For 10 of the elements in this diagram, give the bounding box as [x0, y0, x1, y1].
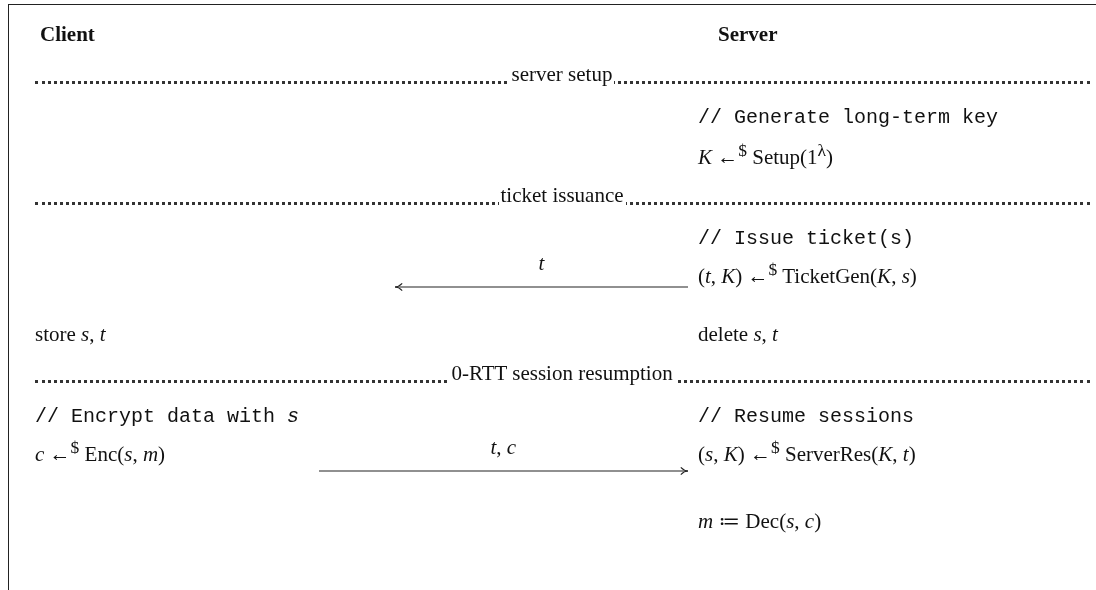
- formula: m ≔ Dec(s, c): [698, 508, 822, 535]
- column-heading: Client: [40, 21, 95, 48]
- formula: delete s, t: [698, 321, 778, 348]
- message-step: // Encrypt data with s c ←$^{$}$ Enc(s, m): [35, 400, 300, 472]
- message-step: // Resume sessions (s, K) ←$^{$}$ ServerRes(K, t): [698, 400, 916, 472]
- code-comment: // Generate long-term key: [698, 105, 999, 131]
- column-heading: Server: [718, 21, 778, 48]
- formula: store s, t: [35, 321, 106, 348]
- message-step: // Issue ticket(s) (t, K) ←$^{$}$ TicketGen(K, s): [698, 222, 917, 294]
- formula: K ←$^{$}$ Setup(1$^{λ}$): [698, 139, 834, 171]
